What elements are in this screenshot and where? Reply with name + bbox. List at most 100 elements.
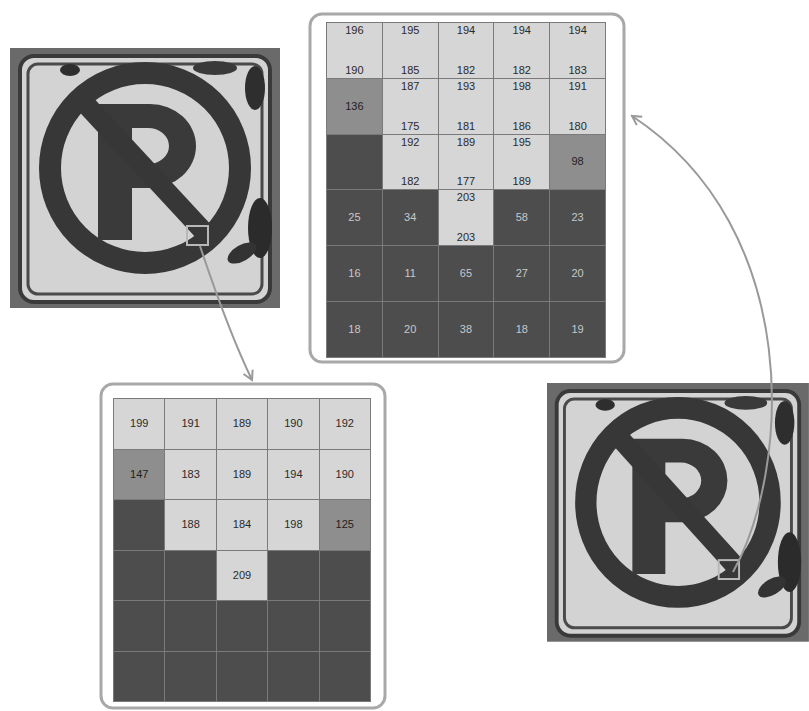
pixel-value: 125 [336, 518, 354, 531]
pixel-cell: 18 [326, 301, 383, 358]
sign-photo [10, 48, 280, 308]
pixel-value: 182 [401, 175, 419, 188]
pixel-value: 203 [457, 191, 475, 204]
pixel-cell: 195 189 [493, 134, 550, 191]
pixel-value: 18 [516, 323, 528, 336]
pixel-value: 195 [401, 24, 419, 37]
zoom-panel [310, 14, 624, 362]
pixel-value: 38 [460, 323, 472, 336]
pixel-cell: 189 [216, 398, 268, 450]
pixel-value: 194 [284, 468, 302, 481]
pixel-cell [319, 651, 371, 703]
pixel-cell: 198 186 [493, 78, 550, 135]
pixel-value: 188 [181, 518, 199, 531]
pixel-cell: 58 [493, 189, 550, 246]
pixel-cell: 194 182 [438, 22, 495, 79]
pixel-value: 180 [568, 120, 586, 133]
pixel-cell [164, 550, 216, 602]
pixel-cell: 18 [493, 301, 550, 358]
pixel-cell: 188 [164, 499, 216, 551]
pixel-cell: 196 190 [326, 22, 383, 79]
pixel-value: 194 [568, 24, 586, 37]
leader-arrow [200, 246, 252, 380]
pixel-value: 184 [233, 518, 251, 531]
pixel-value: 191 [181, 417, 199, 430]
pixel-cell: 190 [267, 398, 319, 450]
pixel-cell [326, 134, 383, 191]
pixel-cell: 198 [267, 499, 319, 551]
pixel-value: 191 [568, 80, 586, 93]
pixel-cell [319, 600, 371, 652]
pixel-value: 183 [181, 468, 199, 481]
pixel-cell: 184 [216, 499, 268, 551]
pixel-value: 194 [457, 24, 475, 37]
pixel-cell [164, 651, 216, 703]
pixel-cell [267, 600, 319, 652]
pixel-value: 136 [345, 100, 363, 113]
pixel-value: 189 [513, 175, 531, 188]
zoom-panel [101, 384, 385, 708]
pixel-value: 182 [513, 64, 531, 77]
pixel-cell: 147 [113, 449, 165, 501]
pixel-cell [113, 499, 165, 551]
pixel-cell [267, 651, 319, 703]
pixel-cell [113, 550, 165, 602]
pixel-cell: 191 [164, 398, 216, 450]
pixel-cell: 38 [438, 301, 495, 358]
pixel-value: 185 [401, 64, 419, 77]
pixel-cell: 192 [319, 398, 371, 450]
pixel-value: 189 [457, 136, 475, 149]
pixel-value: 203 [457, 231, 475, 244]
pixel-value: 190 [345, 64, 363, 77]
pixel-value: 186 [513, 120, 531, 133]
pixel-value: 198 [284, 518, 302, 531]
pixel-cell: 194182 [493, 22, 550, 79]
pixel-value: 177 [457, 175, 475, 188]
pixel-value: 196 [345, 24, 363, 37]
pixel-cell: 27 [493, 245, 550, 302]
pixel-value: 16 [348, 267, 360, 280]
pixel-value: 198 [513, 80, 531, 93]
pixel-cell [319, 550, 371, 602]
sign-photo [547, 383, 809, 642]
pixel-cell: 195 185 [382, 22, 439, 79]
pixel-value: 65 [460, 267, 472, 280]
pixel-cell [113, 651, 165, 703]
pixel-value: 187 [401, 80, 419, 93]
pixel-value: 192 [336, 417, 354, 430]
pixel-cell [164, 600, 216, 652]
pixel-value: 195 [513, 136, 531, 149]
pixel-cell: 183 [164, 449, 216, 501]
pixel-cell: 187 175 [382, 78, 439, 135]
pixel-cell: 20 [549, 245, 606, 302]
pixel-value: 25 [348, 211, 360, 224]
pixel-cell: 189 [216, 449, 268, 501]
pixel-value: 20 [404, 323, 416, 336]
pixel-value: 58 [516, 211, 528, 224]
pixel-cell: 189 177 [438, 134, 495, 191]
pixel-cell: 23 [549, 189, 606, 246]
pixel-cell: 11 [382, 245, 439, 302]
pixel-value: 11 [404, 267, 415, 280]
pixel-value: 182 [457, 64, 475, 77]
pixel-value: 183 [568, 64, 586, 77]
pixel-value: 199 [130, 417, 148, 430]
pixel-value: 147 [130, 468, 148, 481]
pixel-value: 23 [571, 211, 583, 224]
pixel-value: 193 [457, 80, 475, 93]
pixel-cell: 136 [326, 78, 383, 135]
pixel-cell: 191 180 [549, 78, 606, 135]
pixel-value: 209 [233, 569, 251, 582]
pixel-cell [113, 600, 165, 652]
leader-arrow [632, 116, 772, 572]
pixel-cell: 16 [326, 245, 383, 302]
pixel-cell: 193 181 [438, 78, 495, 135]
pixel-value: 175 [401, 120, 419, 133]
pixel-value: 18 [348, 323, 360, 336]
pixel-cell: 65 [438, 245, 495, 302]
pixel-cell: 25 [326, 189, 383, 246]
pixel-value: 181 [457, 120, 475, 133]
pixel-value: 98 [571, 155, 583, 168]
pixel-cell: 98 [549, 134, 606, 191]
pixel-cell [216, 651, 268, 703]
